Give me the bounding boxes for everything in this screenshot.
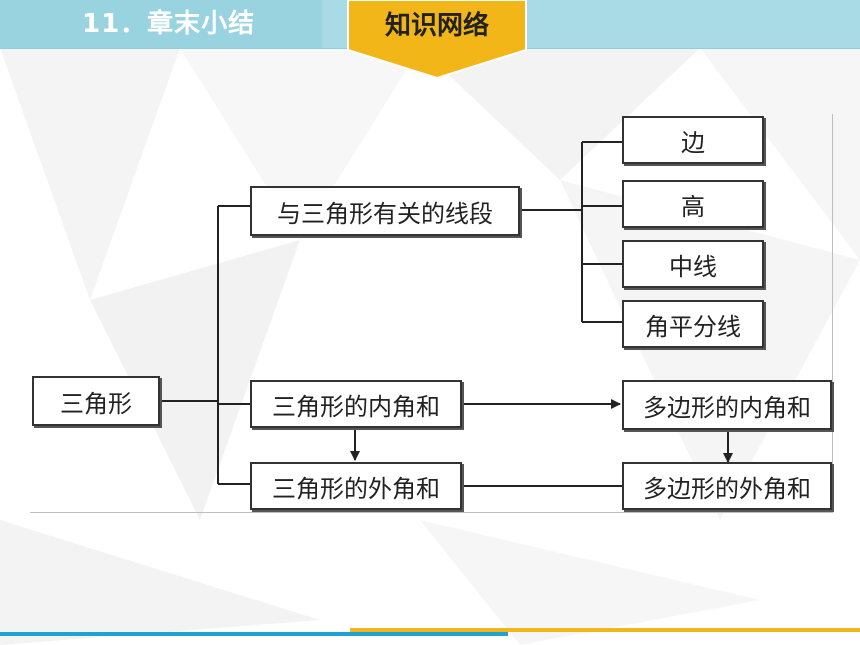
root-node: 三角形 — [32, 376, 160, 426]
header-left-panel — [0, 0, 322, 48]
badge-shape — [347, 0, 527, 80]
footer-gold-line — [350, 628, 860, 632]
polygon-exterior-sum-node: 多边形的外角和 — [622, 462, 832, 510]
segments-node: 与三角形有关的线段 — [250, 186, 520, 236]
triangle-interior-sum-node: 三角形的内角和 — [250, 380, 462, 428]
polygon-interior-sum-node: 多边形的内角和 — [622, 380, 832, 430]
section-title: 11．章末小结 — [82, 9, 256, 39]
triangle-exterior-sum-node: 三角形的外角和 — [250, 462, 462, 510]
segment-type-median: 中线 — [622, 240, 764, 288]
badge-label: 知识网络 — [384, 11, 489, 41]
footer-blue-line — [0, 632, 508, 636]
segment-type-altitude: 高 — [622, 180, 764, 228]
diagram-frame — [30, 114, 833, 513]
segment-type-side: 边 — [622, 116, 764, 164]
segment-type-angle-bisector: 角平分线 — [622, 300, 764, 348]
